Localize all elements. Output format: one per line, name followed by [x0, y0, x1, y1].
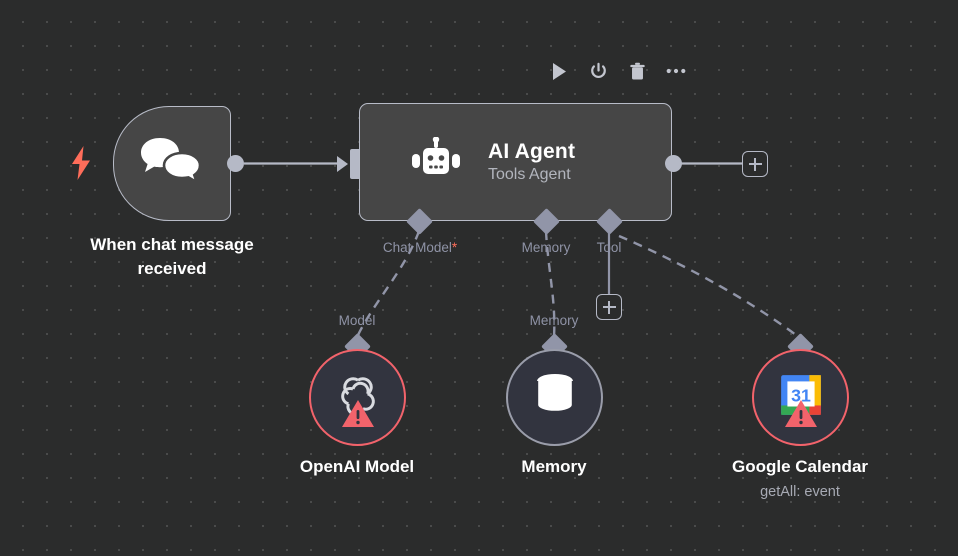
lightning-bolt-icon — [70, 146, 92, 180]
sub-port-label-memory: Memory — [529, 313, 579, 328]
node-label-google-calendar: Google Calendar — [731, 457, 869, 476]
port-label-chat-model: Chat Model* — [382, 240, 458, 255]
node-when-chat-message-received[interactable] — [113, 106, 231, 221]
trigger-output-port[interactable] — [227, 155, 244, 172]
agent-input-port[interactable] — [350, 149, 361, 179]
port-label-tool: Tool — [596, 240, 622, 255]
node-sublabel-google-calendar: getAll: event — [760, 484, 840, 500]
play-icon[interactable] — [546, 58, 572, 84]
node-ai-agent[interactable]: AI Agent Tools Agent — [359, 103, 672, 221]
required-marker: * — [451, 240, 458, 255]
power-icon[interactable] — [585, 58, 611, 84]
robot-icon — [408, 135, 464, 188]
add-output-node-button[interactable] — [742, 151, 768, 177]
calendar-day-number: 31 — [791, 385, 811, 405]
node-toolbar[interactable] — [546, 58, 689, 84]
warning-triangle-icon — [341, 399, 375, 434]
sub-port-label-model: Model — [338, 313, 376, 328]
ellipsis-icon[interactable] — [663, 58, 689, 84]
trash-icon[interactable] — [624, 58, 650, 84]
database-icon — [533, 372, 577, 423]
node-label-trigger: When chat message received — [90, 235, 254, 278]
node-google-calendar[interactable]: 31 — [752, 349, 849, 446]
chat-bubbles-icon — [139, 136, 205, 191]
warning-triangle-icon — [784, 399, 818, 434]
google-calendar-icon: 31 — [778, 372, 824, 423]
node-openai-model[interactable] — [309, 349, 406, 446]
port-label-memory: Memory — [521, 240, 571, 255]
node-subtitle-ai-agent: Tools Agent — [488, 166, 571, 183]
agent-input-arrow-icon — [336, 155, 350, 173]
add-tool-node-button[interactable] — [596, 294, 622, 320]
node-title-ai-agent: AI Agent — [488, 140, 576, 163]
node-label-openai-model: OpenAI Model — [299, 457, 415, 476]
node-label-memory: Memory — [521, 457, 587, 476]
node-memory[interactable] — [506, 349, 603, 446]
agent-output-port[interactable] — [665, 155, 682, 172]
